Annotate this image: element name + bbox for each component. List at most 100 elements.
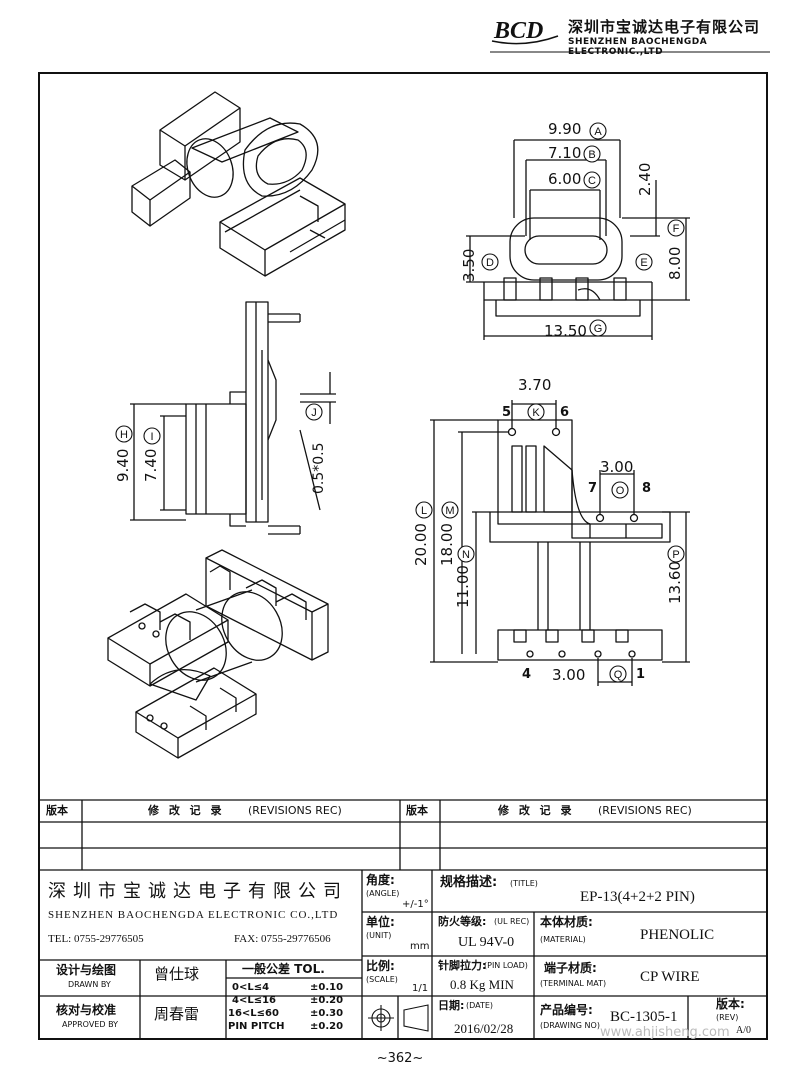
- tb-tol-title: 一般公差 TOL.: [242, 962, 325, 976]
- svg-text:H: H: [120, 429, 128, 441]
- marker-c: C: [583, 171, 601, 189]
- marker-g: G: [589, 319, 607, 337]
- tb-scale-en: (SCALE): [366, 975, 398, 984]
- pin-6: 6: [560, 405, 570, 420]
- marker-i: I: [143, 427, 161, 445]
- svg-text:N: N: [462, 549, 470, 561]
- tb-date-label: 日期:: [438, 999, 465, 1012]
- projection-symbol: [368, 1004, 429, 1032]
- rev-col-version-left: 版本: [46, 804, 68, 817]
- marker-n: N: [457, 545, 475, 563]
- svg-text:G: G: [594, 323, 603, 335]
- tb-angle-value: +/-1°: [402, 899, 429, 910]
- title-block-lines: [38, 870, 768, 1040]
- tb-terminal-en: (TERMINAL MAT): [540, 979, 607, 988]
- rev-col-record-en-left: (REVISIONS REC): [248, 804, 342, 817]
- dim-d: 3.50: [460, 248, 478, 282]
- tb-tol-range-2: 16<L≤60: [228, 1008, 279, 1019]
- tb-ul-en: (UL REC): [494, 917, 530, 926]
- dim-a: 9.90: [548, 120, 582, 138]
- svg-text:B: B: [588, 149, 595, 161]
- marker-q: Q: [609, 665, 627, 683]
- marker-k: K: [527, 403, 545, 421]
- tb-approved-en: APPROVED BY: [62, 1020, 119, 1029]
- rev-col-record-left: 修 改 记 录: [148, 804, 225, 817]
- tb-rev-label: 版本:: [716, 997, 745, 1011]
- marker-b: B: [583, 145, 601, 163]
- dim-q: 3.00: [552, 666, 586, 684]
- page-number: ~362~: [376, 1051, 424, 1066]
- svg-text:K: K: [532, 407, 540, 419]
- tb-terminal-value: CP WIRE: [640, 969, 700, 985]
- pin-1: 1: [636, 667, 646, 682]
- tb-tol-value-1: ±0.20: [310, 995, 344, 1006]
- dim-f-top: 2.40: [636, 162, 654, 196]
- revision-table-lines: [38, 799, 768, 871]
- tb-tol-range-0: 0<L≤4: [232, 982, 270, 993]
- marker-h: H: [115, 425, 133, 443]
- tb-material-value: PHENOLIC: [640, 927, 715, 943]
- tb-fax: FAX: 0755-29776506: [234, 933, 331, 945]
- svg-text:J: J: [311, 407, 317, 419]
- header-rule: [490, 51, 770, 53]
- tb-tol-value-3: ±0.20: [310, 1021, 344, 1032]
- iso-view-top: [131, 91, 346, 277]
- svg-text:L: L: [421, 505, 427, 517]
- rev-col-version-right: 版本: [406, 804, 428, 817]
- svg-text:Q: Q: [614, 669, 623, 681]
- marker-o: O: [611, 481, 629, 499]
- tb-tol-range-1: 4<L≤16: [232, 995, 277, 1006]
- tb-drawn-value: 曾仕球: [154, 967, 200, 983]
- tb-title-en: (TITLE): [510, 879, 538, 888]
- marker-l: L: [415, 501, 433, 519]
- dim-p: 13.60: [666, 561, 684, 604]
- marker-f: F: [667, 219, 685, 237]
- tb-drawno-en: (DRAWING NO): [540, 1021, 600, 1030]
- dim-n: 11.00: [454, 565, 472, 608]
- tb-ul-value: UL 94V-0: [458, 935, 515, 950]
- dim-g: 13.50: [544, 322, 587, 340]
- dimension-markers: A B C D E F G H I J K L M N O P Q: [115, 122, 685, 683]
- svg-text:E: E: [640, 257, 647, 269]
- rev-col-record-en-right: (REVISIONS REC): [598, 804, 692, 817]
- dim-h: 9.40: [114, 448, 132, 482]
- tb-pinload-label: 针脚拉力:: [438, 959, 487, 972]
- marker-d: D: [481, 253, 499, 271]
- tb-title-value: EP-13(4+2+2 PIN): [580, 889, 695, 905]
- tb-unit-label: 单位:: [366, 915, 395, 929]
- tb-unit-value: mm: [410, 941, 430, 952]
- tb-date-value: 2016/02/28: [454, 1021, 514, 1036]
- pin-5: 5: [502, 405, 512, 420]
- tb-approved-label: 核对与校准: [56, 1003, 117, 1017]
- tb-approved-value: 周春雷: [154, 1007, 200, 1023]
- logo-text: BCD: [493, 18, 543, 44]
- dim-b: 7.10: [548, 144, 582, 162]
- tb-angle-en: (ANGLE): [366, 889, 400, 898]
- tb-rev-value: A/0: [736, 1025, 751, 1036]
- svg-text:P: P: [672, 549, 679, 561]
- drawing-frame: [38, 72, 768, 1040]
- tb-tol-range-3: PIN PITCH: [228, 1021, 285, 1032]
- tb-drawn-label: 设计与绘图: [56, 963, 117, 977]
- tb-title-label: 规格描述:: [440, 875, 498, 890]
- tb-drawn-en: DRAWN BY: [68, 980, 111, 989]
- dim-j: 0.5*0.5: [311, 442, 327, 494]
- iso-view-bottom: [107, 549, 329, 759]
- tb-scale-label: 比例:: [366, 959, 395, 973]
- rev-col-record-right: 修 改 记 录: [498, 804, 575, 817]
- dim-k: 3.70: [518, 376, 552, 394]
- pin-4: 4: [522, 667, 532, 682]
- tb-drawno-value: BC-1305-1: [610, 1009, 678, 1025]
- marker-m: M: [441, 501, 459, 519]
- header-company-cn: 深圳市宝诚达电子有限公司: [568, 18, 761, 36]
- marker-p: P: [667, 545, 685, 563]
- marker-a: A: [589, 122, 607, 140]
- bottom-view: [430, 400, 690, 686]
- pin-7: 7: [588, 481, 598, 496]
- tb-tel: TEL: 0755-29776505: [48, 933, 144, 945]
- pin-8: 8: [642, 481, 652, 496]
- dim-l: 20.00: [412, 523, 430, 566]
- tb-drawno-label: 产品编号:: [540, 1003, 593, 1017]
- tb-angle-label: 角度:: [366, 873, 395, 887]
